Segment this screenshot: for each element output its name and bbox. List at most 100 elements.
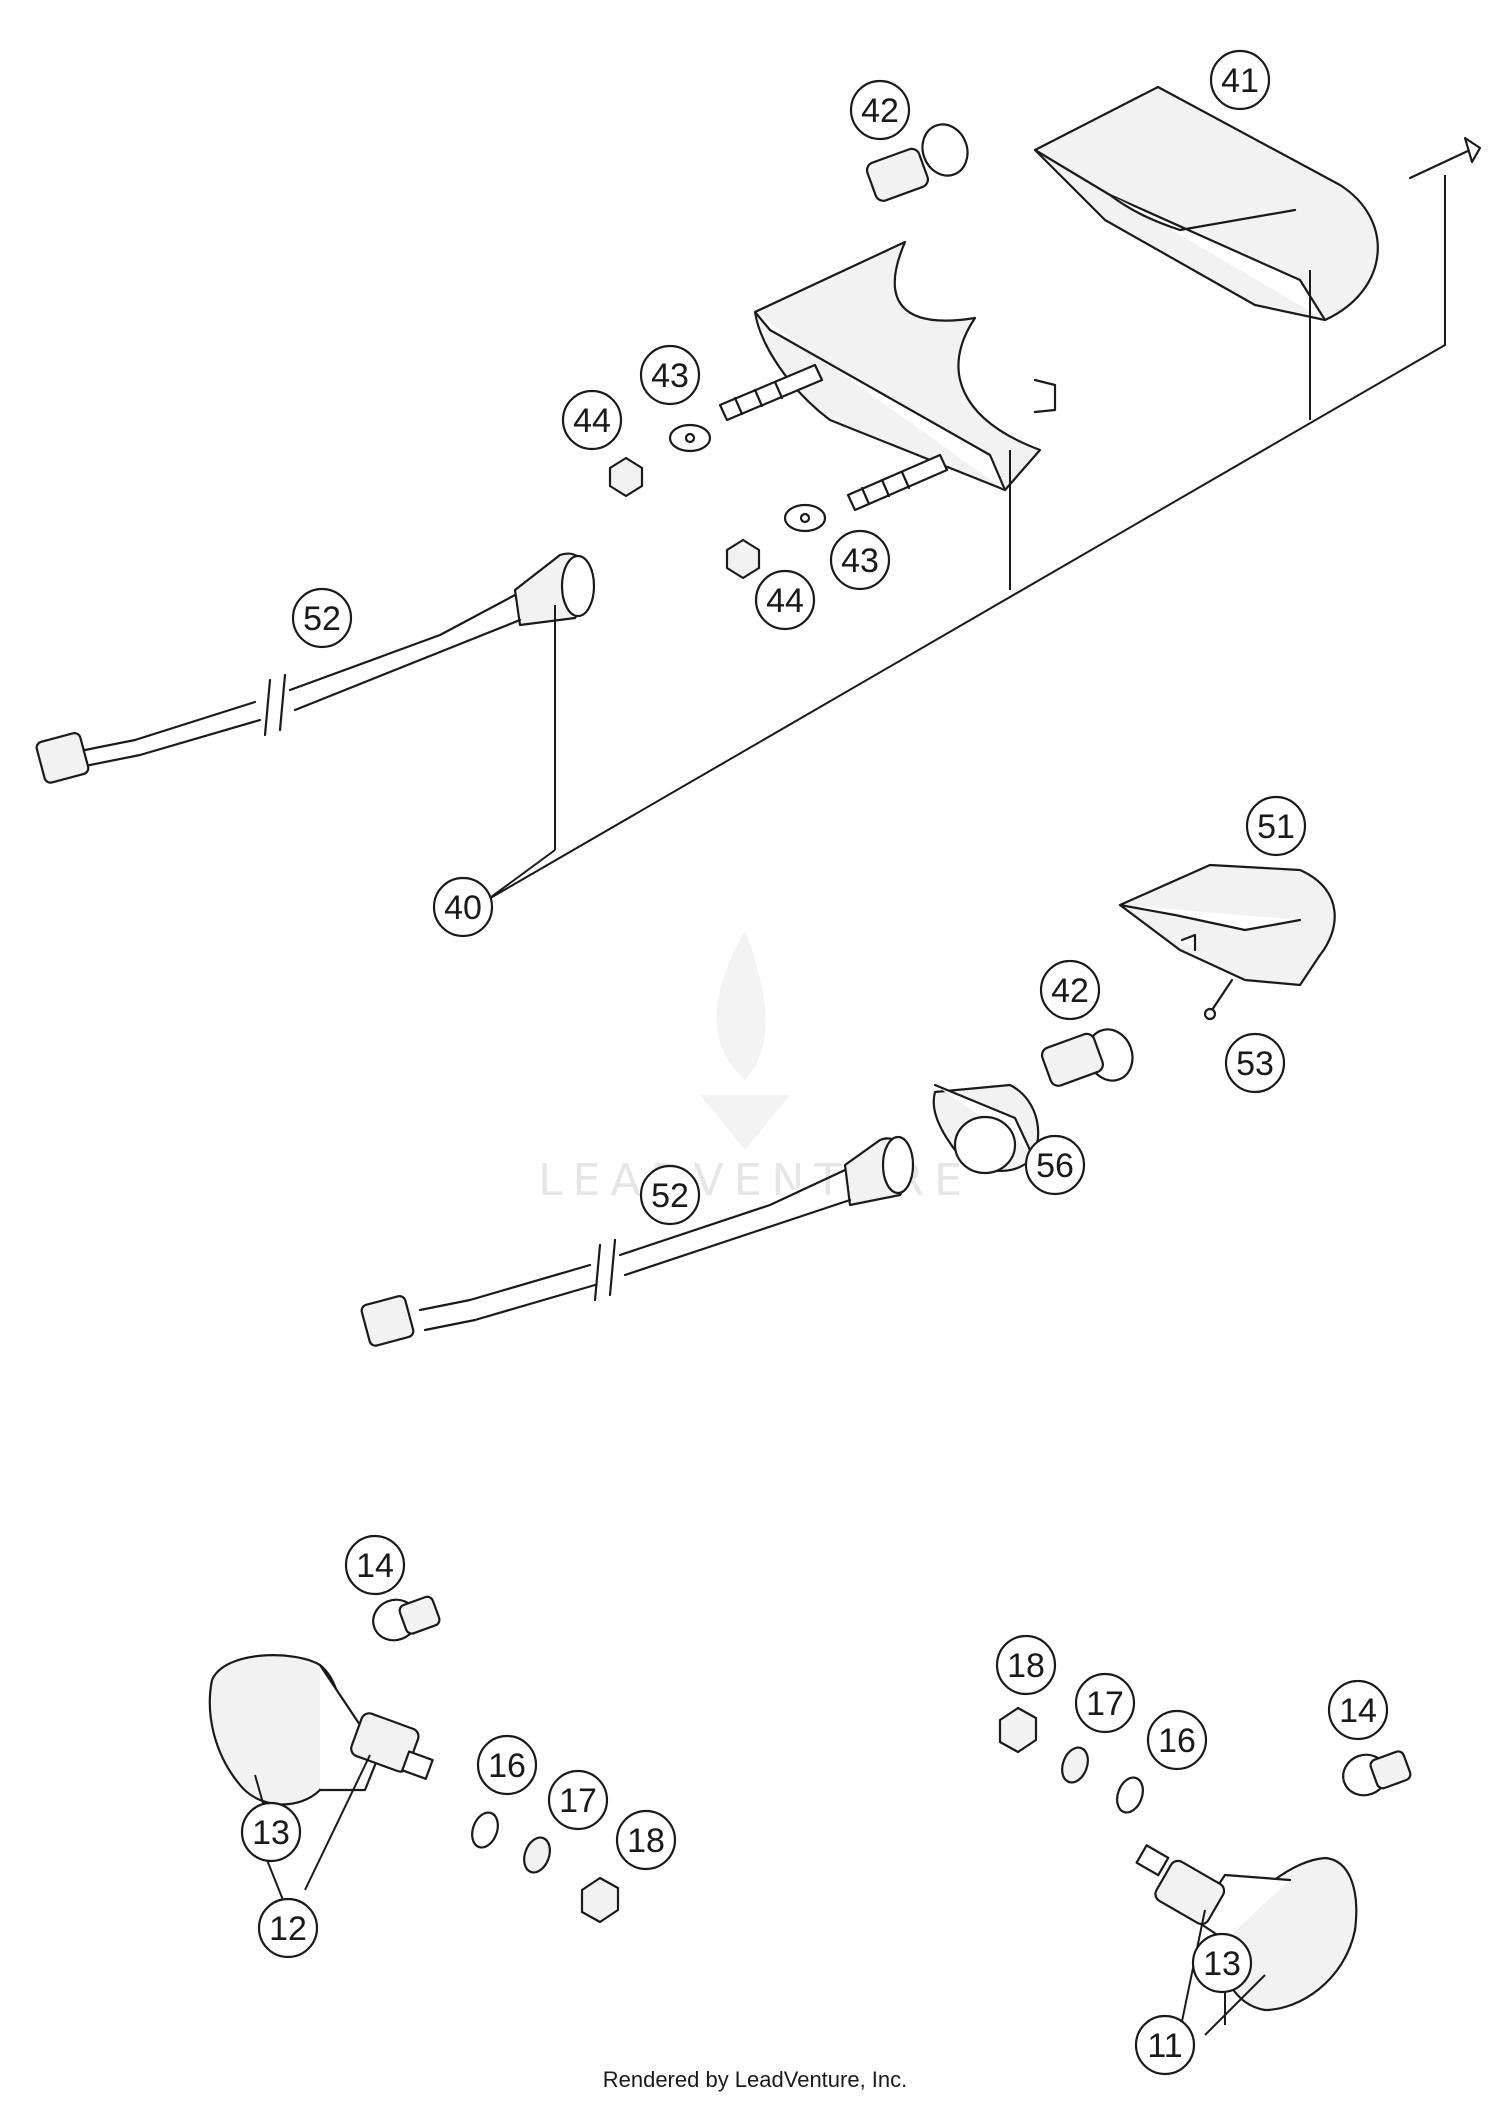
left-indicator-bulb [372, 1595, 441, 1642]
callouts: 41 42 43 44 43 44 52 40 51 42 53 56 52 14 16 17 18 13 12 18… [240, 49, 1389, 2076]
callout-label: 13 [1203, 1945, 1241, 1983]
callout-circle [1134, 2014, 1196, 2076]
callout-42: 42 [849, 79, 911, 141]
left-washer [471, 1811, 499, 1849]
callout-51: 51 [1245, 795, 1307, 857]
callout-52: 52 [639, 1164, 701, 1226]
callout-label: 42 [861, 92, 899, 130]
callout-circle [849, 79, 911, 141]
washer-top-hole [684, 432, 696, 444]
callout-label: 12 [269, 1910, 307, 1948]
callout-circle [995, 1634, 1057, 1696]
callout-circle [1224, 1032, 1286, 1094]
callout-label: 11 [1147, 2027, 1182, 2065]
callout-53: 53 [1224, 1032, 1286, 1094]
callout-label: 40 [444, 889, 482, 927]
tail-light-housing [718, 240, 1057, 512]
right-nut [998, 1706, 1038, 1754]
callout-label: 44 [766, 582, 804, 620]
tail-light-wiring-harness [35, 552, 596, 784]
callout-label: 43 [841, 542, 879, 580]
callout-14: 14 [344, 1534, 406, 1596]
tail-light-bulb [865, 123, 969, 202]
callout-label: 18 [627, 1822, 665, 1860]
callout-16: 16 [1146, 1709, 1208, 1771]
callout-43: 43 [829, 529, 891, 591]
callout-label: 18 [1007, 1647, 1045, 1685]
callout-label: 14 [1339, 1692, 1377, 1730]
callout-label: 42 [1051, 972, 1089, 1010]
callout-circle [1039, 959, 1101, 1021]
license-light-bracket [932, 1083, 1040, 1175]
callout-label: 13 [252, 1814, 290, 1852]
callout-label: 16 [1158, 1722, 1196, 1760]
callout-circle [829, 529, 891, 591]
leader-lines-top [486, 175, 1446, 901]
callout-52: 52 [291, 587, 353, 649]
callout-circle [1074, 1672, 1136, 1734]
leader-lines-indicators [254, 1754, 1266, 2056]
lens-screw [1408, 136, 1482, 180]
callout-label: 16 [488, 1747, 526, 1785]
license-light-bulb [1040, 1028, 1134, 1087]
callout-circle [344, 1534, 406, 1596]
callout-44: 44 [754, 569, 816, 631]
callout-18: 18 [615, 1809, 677, 1871]
callout-circle [754, 569, 816, 631]
callout-17: 17 [547, 1769, 609, 1831]
washer-bottom-hole [799, 512, 811, 524]
left-lock-washer [523, 1836, 551, 1874]
callout-circle [1146, 1709, 1208, 1771]
callout-44: 44 [561, 389, 623, 451]
callout-label: 17 [559, 1782, 597, 1820]
callout-label: 41 [1221, 62, 1259, 100]
right-washer [1116, 1776, 1144, 1814]
callout-label: 53 [1236, 1045, 1274, 1083]
callout-circle [1327, 1679, 1389, 1741]
callout-label: 17 [1086, 1685, 1124, 1723]
callout-label: 14 [356, 1547, 394, 1585]
tail-light-lens [1033, 85, 1379, 322]
callout-circle [432, 876, 494, 938]
watermark-logo [700, 930, 790, 1150]
callout-circle [291, 587, 353, 649]
license-light-screw [1203, 978, 1234, 1021]
callout-circle [615, 1809, 677, 1871]
callout-circle [639, 1164, 701, 1226]
callout-circle [561, 389, 623, 451]
callout-circle [1191, 1932, 1253, 1994]
callout-label: 44 [573, 402, 611, 440]
callout-label: 52 [651, 1177, 689, 1215]
callout-14: 14 [1327, 1679, 1389, 1741]
callout-label: 51 [1257, 808, 1295, 846]
right-indicator-bulb [1342, 1750, 1412, 1797]
callout-label: 56 [1036, 1147, 1074, 1185]
callout-40: 40 [432, 876, 494, 938]
callout-41: 41 [1209, 49, 1271, 111]
callout-label: 52 [303, 600, 341, 638]
nut-top [608, 456, 644, 498]
callout-43: 43 [639, 344, 701, 406]
callout-18: 18 [995, 1634, 1057, 1696]
callout-11: 11 [1134, 2014, 1196, 2076]
callout-circle [547, 1769, 609, 1831]
right-turn-signal-stem [1135, 1844, 1226, 1926]
callout-circle [240, 1801, 302, 1863]
callout-13: 13 [240, 1801, 302, 1863]
right-lock-washer [1061, 1746, 1089, 1784]
callout-circle [1024, 1134, 1086, 1196]
callout-circle [1245, 795, 1307, 857]
callout-16: 16 [476, 1734, 538, 1796]
callout-circle [476, 1734, 538, 1796]
callout-circle [1209, 49, 1271, 111]
license-light-lens [1118, 863, 1336, 987]
callout-13: 13 [1191, 1932, 1253, 1994]
callout-42: 42 [1039, 959, 1101, 1021]
callout-17: 17 [1074, 1672, 1136, 1734]
callout-label: 43 [651, 357, 689, 395]
callout-12: 12 [257, 1897, 319, 1959]
callout-56: 56 [1024, 1134, 1086, 1196]
license-light-wiring-harness [360, 1135, 915, 1347]
callout-circle [257, 1897, 319, 1959]
